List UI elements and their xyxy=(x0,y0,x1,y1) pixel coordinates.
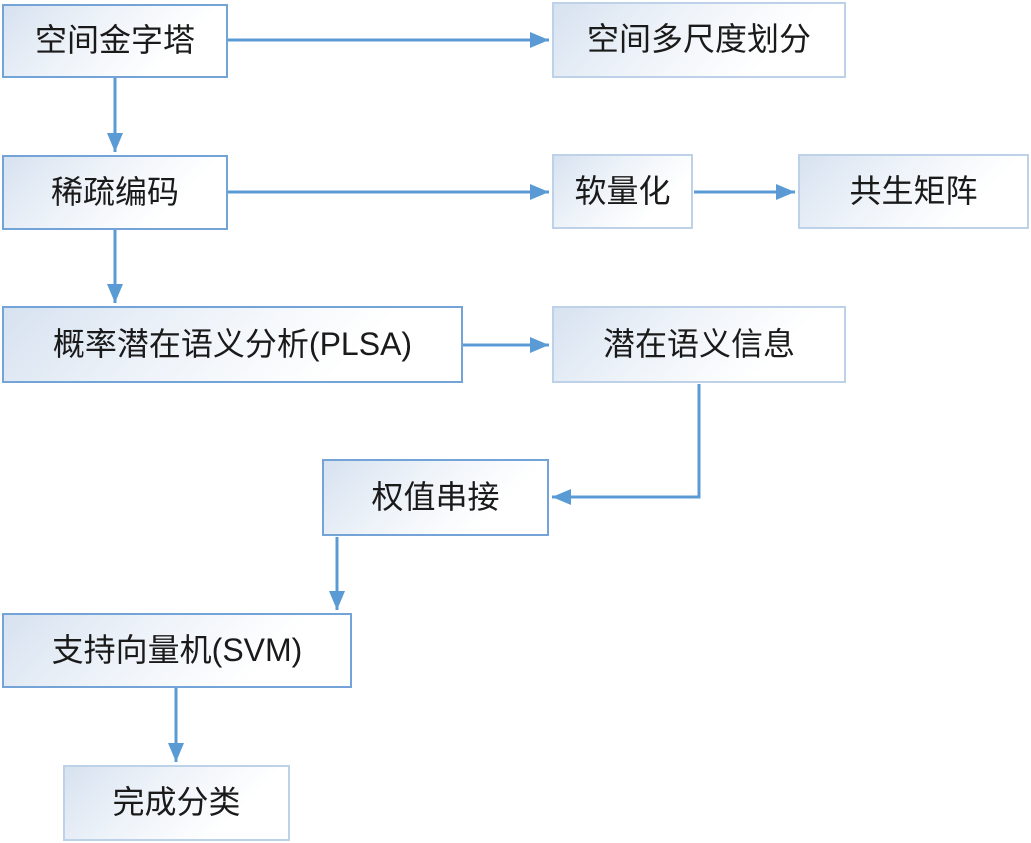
node-multiscale-partition-label: 空间多尺度划分 xyxy=(586,21,811,58)
node-svm-label: 支持向量机(SVM) xyxy=(51,631,303,668)
node-classification-done: 完成分类 xyxy=(63,765,290,841)
node-svm: 支持向量机(SVM) xyxy=(2,613,352,688)
node-soft-quantization: 软量化 xyxy=(552,154,693,229)
node-latent-semantic-info: 潜在语义信息 xyxy=(552,306,846,383)
node-spatial-pyramid: 空间金字塔 xyxy=(2,4,228,78)
node-plsa-label: 概率潜在语义分析(PLSA) xyxy=(52,325,413,362)
edge-latent-info-to-weight-concat-arrow xyxy=(552,384,701,505)
node-cooccurrence-matrix: 共生矩阵 xyxy=(798,154,1029,229)
node-weight-concatenation: 权值串接 xyxy=(322,459,549,536)
node-multiscale-partition: 空间多尺度划分 xyxy=(552,2,846,78)
node-classification-done-label: 完成分类 xyxy=(112,784,241,821)
node-sparse-coding-label: 稀疏编码 xyxy=(50,173,179,210)
node-latent-semantic-info-label: 潜在语义信息 xyxy=(602,325,795,362)
node-cooccurrence-matrix-label: 共生矩阵 xyxy=(849,172,978,209)
node-weight-concatenation-label: 权值串接 xyxy=(371,478,500,515)
node-plsa: 概率潜在语义分析(PLSA) xyxy=(2,306,463,383)
node-sparse-coding: 稀疏编码 xyxy=(2,155,228,230)
node-soft-quantization-label: 软量化 xyxy=(574,172,671,209)
node-spatial-pyramid-label: 空间金字塔 xyxy=(34,22,195,59)
